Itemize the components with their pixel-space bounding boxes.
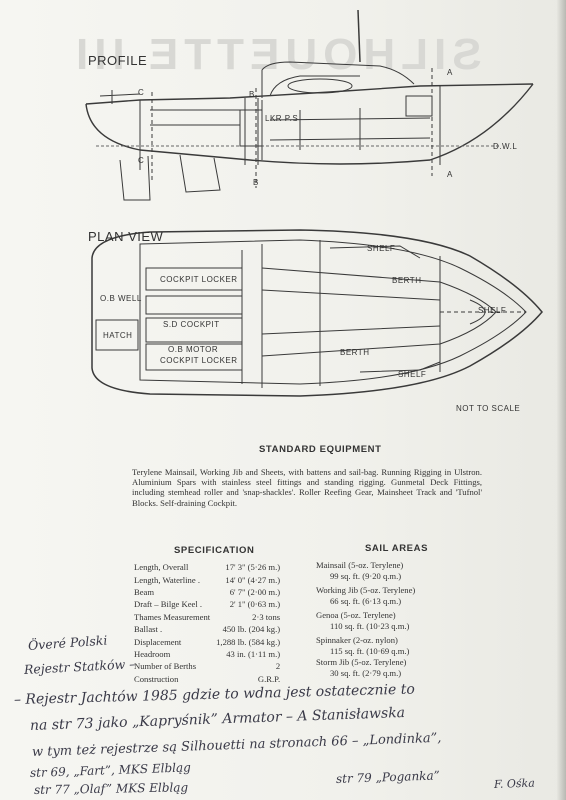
spec-label: Thames Measurement [134, 611, 211, 622]
spec-value: 2·3 tons [252, 611, 281, 622]
sail-item: Genoa (5-oz. Terylene) 110 sq. ft. (10·2… [316, 610, 409, 632]
spec-label: Displacement [134, 636, 182, 647]
profile-drawing [85, 9, 534, 201]
sail-areas-heading: SAIL AREAS [365, 543, 429, 554]
spec-row: Beam 6' 7" (2·00 m.) [134, 586, 280, 598]
standard-equipment-heading: STANDARD EQUIPMENT [259, 444, 382, 455]
spec-value: 1,288 lb. (584 kg.) [216, 636, 281, 647]
sail-name: Genoa (5-oz. Terylene) [316, 610, 396, 620]
cockpit-locker-label: COCKPIT LOCKER [160, 275, 238, 284]
sail-name: Storm Jib (5-oz. Terylene) [316, 657, 407, 667]
berth-bottom-label: BERTH [340, 348, 370, 357]
spec-row: Draft – Bilge Keel . 2' 1" (0·63 m.) [134, 598, 280, 610]
spec-value: 2 [275, 661, 281, 672]
spec-value: 14' 0" (4·27 m.) [225, 574, 281, 585]
specification-heading: SPECIFICATION [174, 545, 255, 556]
berth-top-label: BERTH [392, 276, 422, 285]
spec-row: Construction G.R.P. [134, 673, 280, 685]
sail-value: 110 sq. ft. (10·23 q.m.) [330, 621, 410, 631]
section-b-top: B [249, 90, 255, 99]
spec-label: Beam [134, 586, 155, 597]
sd-cockpit-label: S.D COCKPIT [163, 320, 220, 329]
profile-title: PROFILE [88, 53, 148, 68]
shelf-bottom-label: SHELF [398, 370, 427, 379]
spec-row: Ballast . 450 lb. (204 kg.) [134, 623, 280, 635]
sail-name: Spinnaker (2-oz. nylon) [316, 635, 398, 645]
sail-name: Mainsail (5-oz. Terylene) [316, 560, 404, 570]
section-c-top: C [138, 88, 145, 97]
ob-well-label: O.B WELL [100, 294, 142, 303]
plan-view-title: PLAN VIEW [88, 229, 164, 244]
spec-value: G.R.P. [257, 673, 281, 684]
spec-value: 43 in. (1·11 m.) [226, 648, 281, 659]
shelf-mid-label: SHELF [478, 306, 507, 315]
section-c-bottom: C [138, 156, 145, 165]
spec-value: 450 lb. (204 kg.) [222, 624, 281, 635]
section-a-bottom: A [447, 170, 453, 179]
handwritten-line-7: str 77 „Olaf” MKS Elbląg [33, 780, 189, 797]
plan-view-drawing [91, 229, 543, 397]
spec-label: Length, Overall [134, 562, 189, 573]
sail-item: Storm Jib (5-oz. Terylene) 30 sq. ft. (2… [316, 657, 406, 679]
hatch-label: HATCH [103, 331, 133, 340]
sail-name: Working Jib (5-oz. Terylene) [316, 585, 416, 595]
specification-table: Length, Overall 17' 3" (5·26 m.) Length, … [134, 561, 280, 685]
standard-equipment-text: Terylene Mainsail, Working Jib and Sheet… [132, 467, 482, 508]
spec-row: Length, Waterline . 14' 0" (4·27 m.) [134, 573, 280, 585]
sail-value: 30 sq. ft. (2·79 q.m.) [330, 668, 402, 678]
spec-value: 6' 7" (2·00 m.) [229, 586, 281, 597]
sail-item: Working Jib (5-oz. Terylene) 66 sq. ft. … [316, 585, 415, 607]
spec-row: Number of Berths 2 [134, 660, 280, 672]
spec-label: Headroom [134, 648, 171, 659]
ob-motor-locker-label: COCKPIT LOCKER [160, 356, 238, 365]
spec-label: Construction [134, 673, 179, 684]
spec-value: 2' 1" (0·63 m.) [229, 599, 281, 610]
handwritten-signature: F. Ośka [493, 776, 536, 791]
spec-label: Draft – Bilge Keel . [134, 599, 203, 610]
sail-item: Mainsail (5-oz. Terylene) 99 sq. ft. (9·… [316, 560, 403, 582]
page-edge-shadow [556, 0, 566, 800]
spec-row: Length, Overall 17' 3" (5·26 m.) [134, 561, 280, 573]
spec-label: Ballast . [134, 624, 163, 635]
sail-item: Spinnaker (2-oz. nylon) 115 sq. ft. (10·… [316, 635, 409, 657]
lkr-ps-label: LKR P.S [265, 114, 299, 123]
not-to-scale-note: NOT TO SCALE [456, 404, 521, 413]
section-a-top: A [447, 68, 453, 77]
spec-row: Displacement 1,288 lb. (584 kg.) [134, 635, 280, 647]
sail-value: 99 sq. ft. (9·20 q.m.) [330, 571, 402, 581]
ob-motor-label: O.B MOTOR [168, 345, 219, 354]
dwl-label: D.W.L [493, 142, 518, 151]
shelf-top-label: SHELF [367, 244, 396, 253]
sail-value: 66 sq. ft. (6·13 q.m.) [330, 596, 402, 606]
spec-row: Headroom 43 in. (1·11 m.) [134, 648, 280, 660]
spec-value: 17' 3" (5·26 m.) [225, 562, 281, 573]
sail-value: 115 sq. ft. (10·69 q.m.) [330, 646, 410, 656]
section-b-bottom: B [253, 178, 259, 187]
spec-label: Number of Berths [134, 661, 197, 672]
spec-row: Thames Measurement 2·3 tons [134, 611, 280, 623]
spec-label: Length, Waterline . [134, 574, 200, 585]
